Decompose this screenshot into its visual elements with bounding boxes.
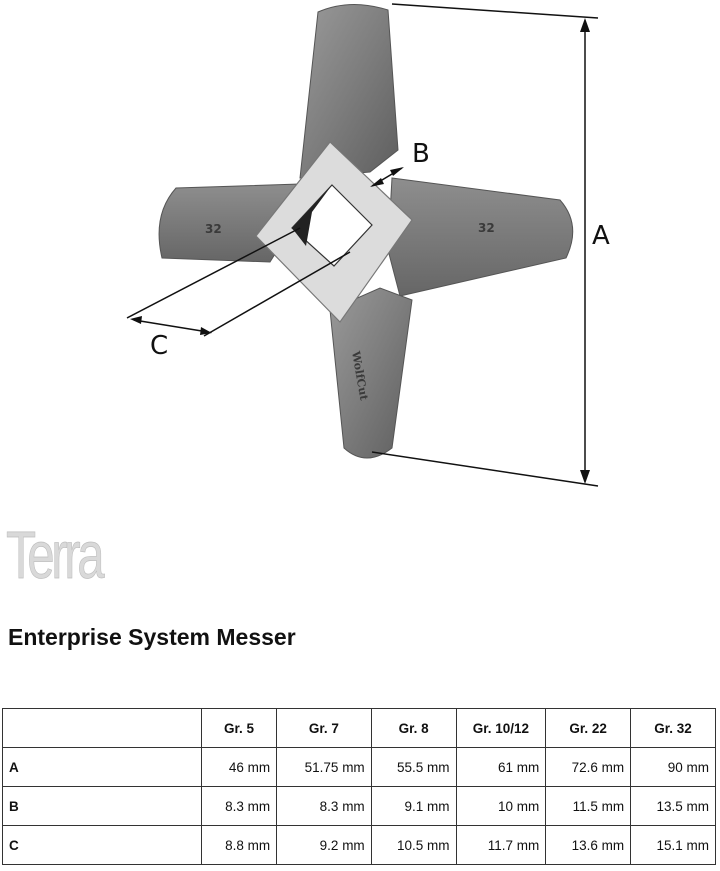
table-cell: 13.6 mm: [545, 825, 632, 865]
table-cell: 10.5 mm: [370, 825, 457, 865]
label-c: C: [150, 331, 168, 361]
spec-table: Gr. 5 Gr. 7 Gr. 8 Gr. 10/12 Gr. 22 Gr. 3…: [2, 708, 716, 865]
table-cell: 13.5 mm: [630, 786, 716, 826]
label-a: A: [592, 221, 610, 251]
table-cell: 15.1 mm: [630, 825, 716, 865]
row-label: A: [2, 747, 202, 787]
knife-blades: [158, 3, 574, 459]
table-cell: 11.5 mm: [545, 786, 632, 826]
row-label: C: [2, 825, 202, 865]
table-header-cell: [2, 708, 202, 748]
table-header-cell: Gr. 32: [630, 708, 716, 748]
table-cell: 11.7 mm: [455, 825, 547, 865]
table-cell: 90 mm: [630, 747, 716, 787]
table-header-cell: Gr. 5: [200, 708, 278, 748]
table-cell: 46 mm: [200, 747, 278, 787]
table-cell: 61 mm: [455, 747, 547, 787]
table-row: B 8.3 mm 8.3 mm 9.1 mm 10 mm 11.5 mm 13.…: [2, 786, 716, 826]
page-title: Enterprise System Messer: [8, 624, 296, 650]
table-cell: 10 mm: [455, 786, 547, 826]
knife-figure: 32 32 WolfCut A B C: [126, 3, 610, 487]
label-b: B: [412, 139, 430, 169]
table-cell: 8.3 mm: [200, 786, 278, 826]
table-header-cell: Gr. 8: [370, 708, 457, 748]
table-cell: 51.75 mm: [276, 747, 372, 787]
table-row: A 46 mm 51.75 mm 55.5 mm 61 mm 72.6 mm 9…: [2, 747, 716, 787]
table-header-cell: Gr. 10/12: [455, 708, 547, 748]
table-cell: 55.5 mm: [370, 747, 457, 787]
table-cell: 8.3 mm: [276, 786, 372, 826]
blade-number-right: 32: [478, 221, 495, 235]
row-label: B: [2, 786, 202, 826]
table-cell: 9.2 mm: [276, 825, 372, 865]
dimension-a: [371, 3, 599, 487]
dimension-b: [370, 167, 404, 187]
dimension-c: [126, 227, 351, 337]
table-header-row: Gr. 5 Gr. 7 Gr. 8 Gr. 10/12 Gr. 22 Gr. 3…: [2, 708, 716, 748]
table-cell: 8.8 mm: [200, 825, 278, 865]
logo-text: Terra: [6, 519, 105, 588]
table-row: C 8.8 mm 9.2 mm 10.5 mm 11.7 mm 13.6 mm …: [2, 825, 716, 865]
blade-number-left: 32: [205, 222, 222, 236]
table-header-cell: Gr. 7: [276, 708, 372, 748]
table-header-cell: Gr. 22: [545, 708, 632, 748]
terra-logo: Terra: [6, 519, 109, 588]
table-cell: 72.6 mm: [545, 747, 632, 787]
table-cell: 9.1 mm: [370, 786, 457, 826]
